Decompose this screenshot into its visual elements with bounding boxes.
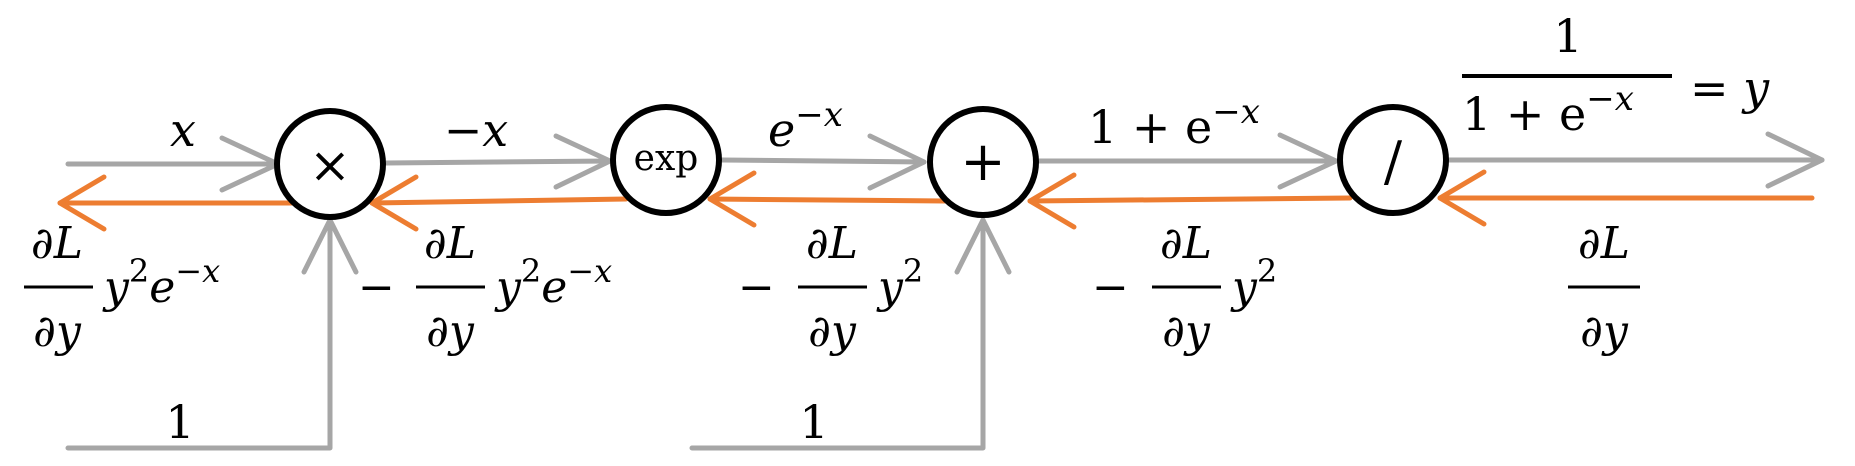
arrowhead-const2-to-add [954,217,1012,275]
grad-arrowhead-input [57,174,107,232]
edge-const2-to-add [689,217,986,451]
node-add-symbol: + [960,130,1005,193]
grad-arrowhead-div [1437,169,1487,227]
node-exp-symbol: exp [634,138,699,179]
edge-exp-to-add [719,157,927,165]
grad-label-output: ∂L ∂y [1568,218,1640,357]
forward-edges [65,131,1825,451]
node-multiply: × [274,108,386,220]
grad2-tail: y2e−x [494,252,612,313]
grad1-sq: 2 [129,252,149,290]
grad1-exp: −x [175,252,220,290]
grad-label-input: ∂L ∂y y2e−x [24,218,220,357]
grad2-e: e [541,262,567,313]
output-denominator: 1 + e−x [1462,79,1634,141]
grad1-e: e [149,262,175,313]
grad-arrowhead-add [1027,172,1077,230]
grad4-minus: − [1092,262,1129,313]
label-exp-base: e [768,103,795,157]
arrowhead-exp-to-add [867,133,927,191]
grad1-tail: y2e−x [102,252,220,313]
grad3-minus: − [738,262,775,313]
label-const-2: 1 [799,395,828,449]
grad1-y: y [102,262,130,313]
node-exp: exp [610,104,722,216]
grad3-den: ∂y [808,306,857,357]
arrowhead-div-to-output [1765,131,1825,189]
grad-label-add-out: − ∂L ∂y y2 [1092,218,1277,357]
grad1-num: ∂L [31,218,83,269]
label-const-1: 1 [165,395,194,449]
grad-edge-div-to-add [1027,195,1353,204]
grad4-tail: y2 [1230,252,1277,313]
grad2-den: ∂y [426,306,475,357]
edge-const1-to-mul [65,217,333,451]
grad3-sq: 2 [903,252,923,290]
output-equals-y: = y [1690,61,1770,115]
grad3-tail: y2 [876,252,923,313]
grad-arrowhead-exp [707,170,757,228]
label-neg-x: −x [444,103,509,157]
label-one-plus: 1 + e [1088,100,1212,154]
node-multiply-symbol: × [309,136,351,194]
grad5-num: ∂L [1578,218,1630,269]
grad3-y: y [876,262,904,313]
label-exp-neg-x: e−x [768,95,843,157]
grad-edge-exp-to-mul [369,196,629,206]
grad-label-exp-out: − ∂L ∂y y2 [738,218,923,357]
label-one-plus-exp: 1 + e−x [1088,92,1260,154]
grad-label-mul-out: − ∂L ∂y y2e−x [358,218,612,357]
label-exp-sup: −x [795,95,843,135]
grad5-den: ∂y [1580,306,1629,357]
node-add: + [927,106,1039,218]
grad-edge-add-to-exp [707,196,948,204]
grad4-den: ∂y [1162,306,1211,357]
label-one-plus-sup: −x [1212,92,1260,132]
label-x: x [170,103,196,157]
backward-edges [57,169,1815,232]
grad4-sq: 2 [1257,252,1277,290]
output-den-base: 1 + e [1462,87,1586,141]
grad-arrowhead-mul [369,174,419,232]
node-divide-symbol: / [1384,130,1403,193]
grad2-sq: 2 [521,252,541,290]
arrowhead-add-to-div [1277,132,1339,190]
grad4-y: y [1230,262,1258,313]
grad3-num: ∂L [806,218,858,269]
edge-mul-to-exp [383,158,613,166]
output-den-sup: −x [1586,79,1634,119]
grad2-y: y [494,262,522,313]
grad1-den: ∂y [33,306,82,357]
grad4-num: ∂L [1160,218,1212,269]
arrowhead-mul-to-exp [553,133,613,190]
grad2-exp: −x [567,252,612,290]
output-numerator: 1 [1553,9,1582,63]
node-divide: / [1337,104,1449,216]
grad2-num: ∂L [424,218,476,269]
grad2-minus: − [358,262,395,313]
